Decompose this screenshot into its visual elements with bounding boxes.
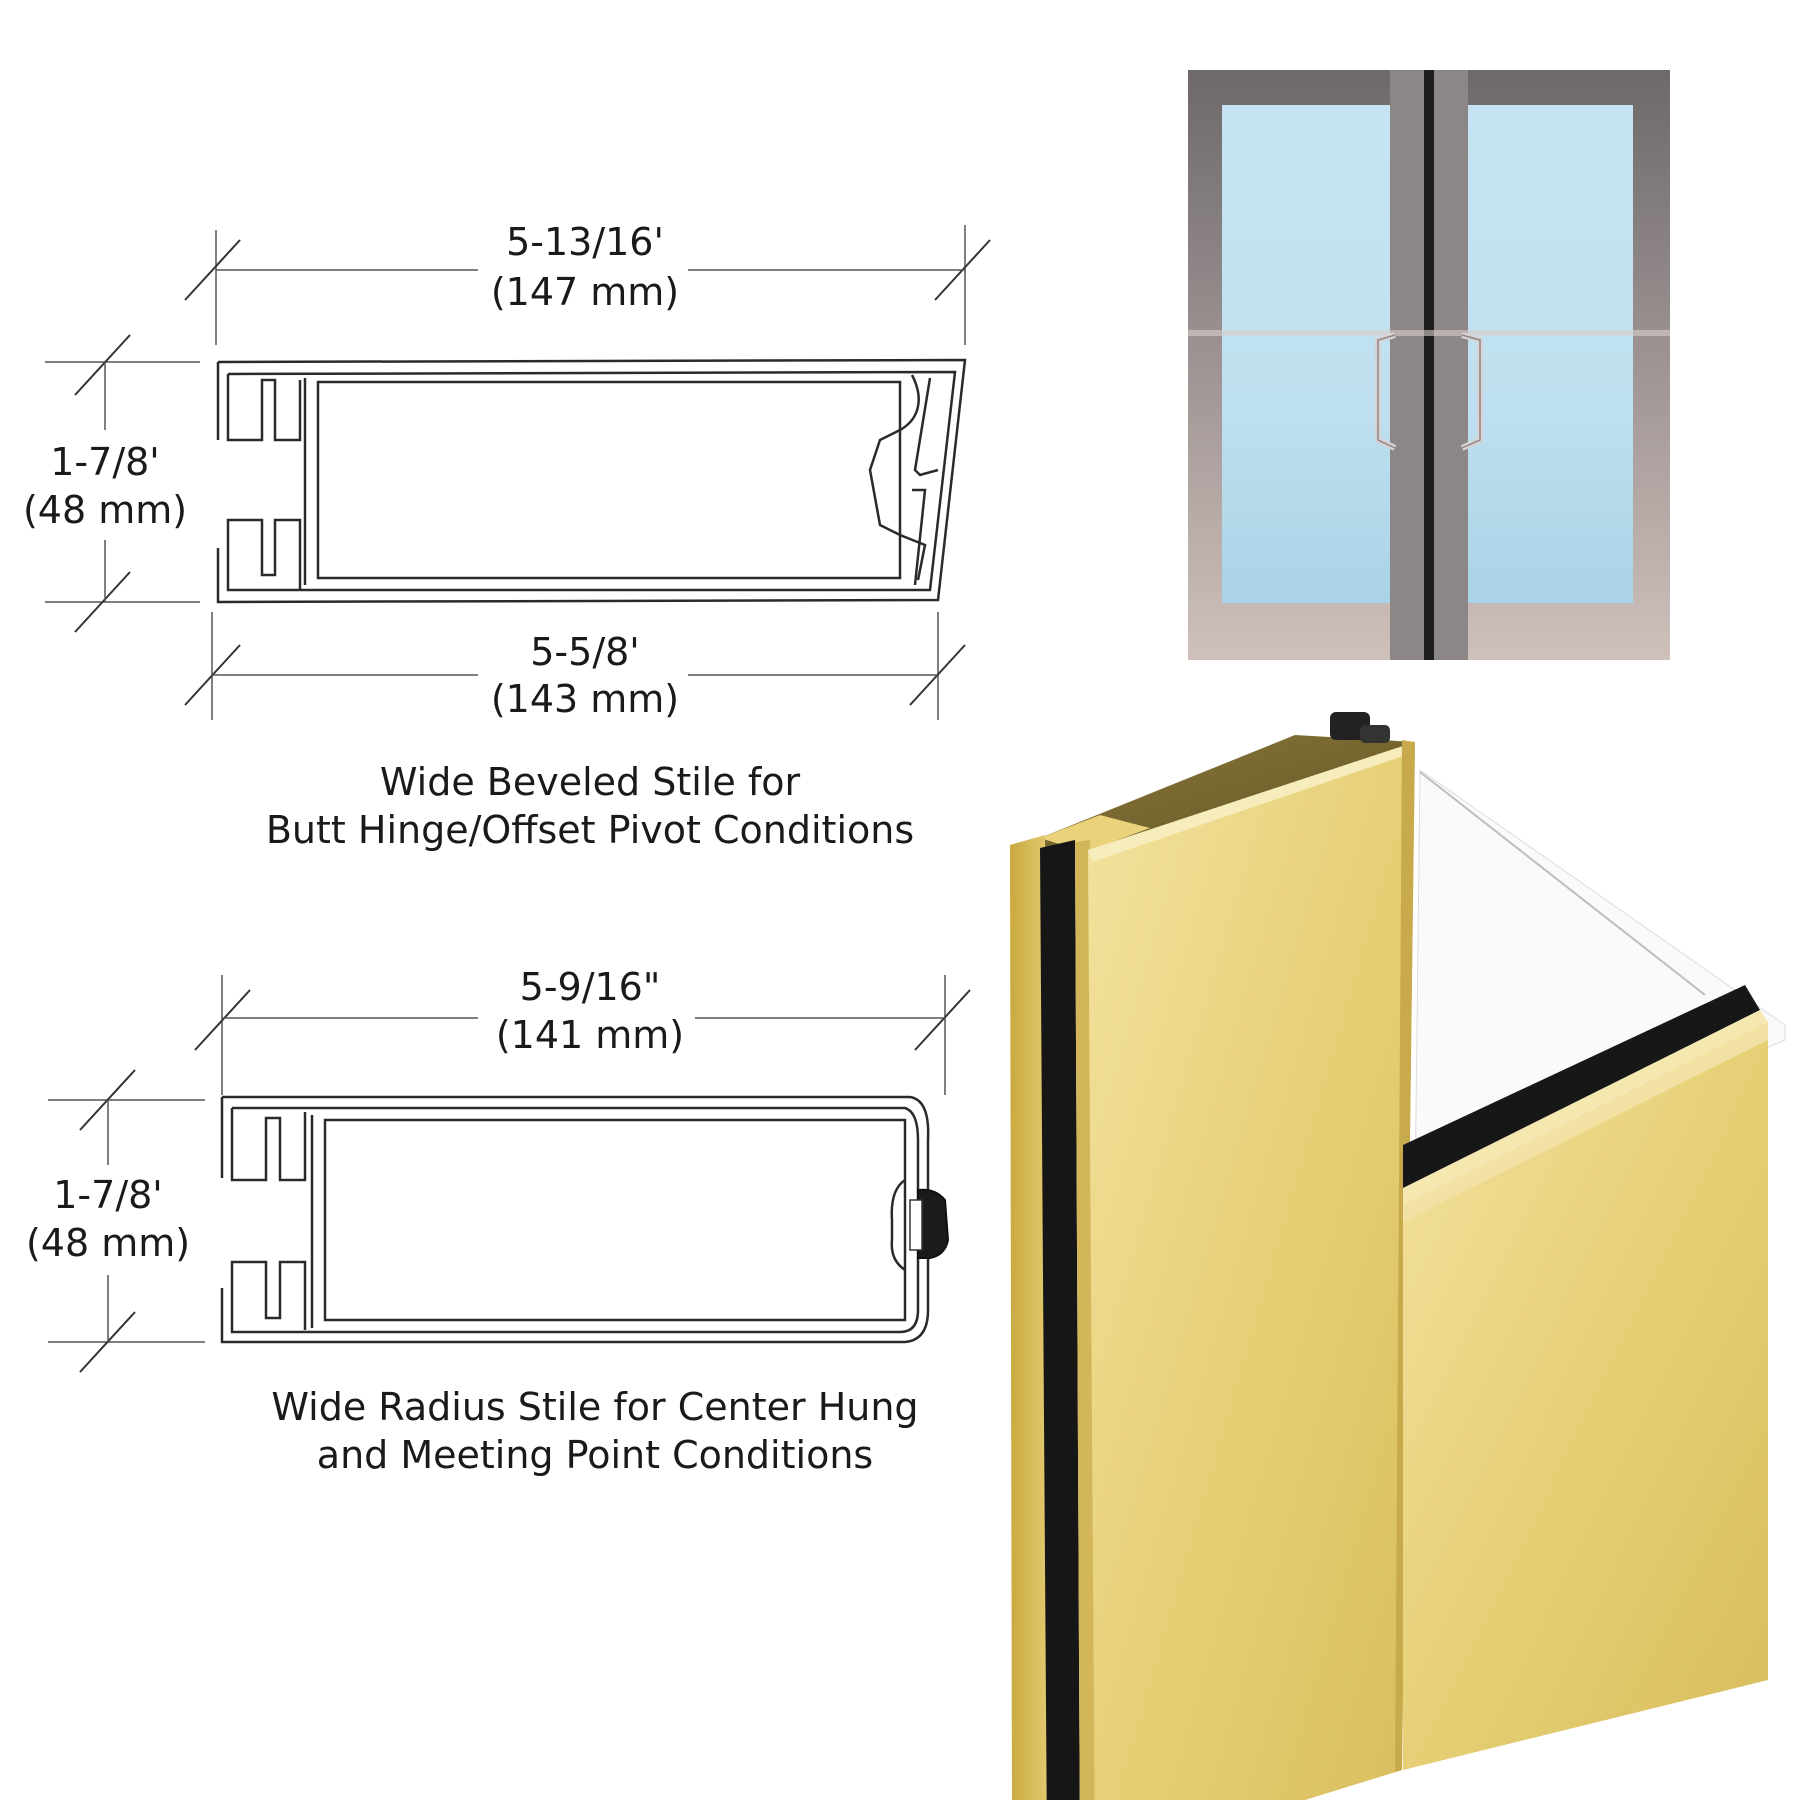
radius-width-dimension: 5-9/16" (141 mm) <box>194 965 971 1095</box>
bottom-width-label: 5-5/8' <box>530 630 640 674</box>
radius-width-mm-label: (141 mm) <box>496 1013 684 1057</box>
bottom-width-mm-label: (143 mm) <box>491 677 679 721</box>
top-height-label: 1-7/8' <box>50 440 160 484</box>
radius-caption-line1: Wide Radius Stile for Center Hung <box>271 1385 918 1429</box>
top-height-mm-label: (48 mm) <box>23 488 187 532</box>
top-width-dimension: 5-13/16' (147 mm) <box>184 220 991 345</box>
radius-stile-diagram: 5-9/16" (141 mm) 1-7/8' (48 mm) Wide Rad… <box>26 965 971 1477</box>
double-glass-door-icon <box>1188 70 1670 660</box>
weatherstrip-seal <box>917 1188 950 1259</box>
top-height-dimension: 1-7/8' (48 mm) <box>23 334 200 633</box>
beveled-stile-diagram: 5-13/16' (147 mm) 1-7/8' (48 mm) <box>23 220 991 852</box>
radius-width-label: 5-9/16" <box>520 965 661 1009</box>
radius-height-dimension: 1-7/8' (48 mm) <box>26 1069 205 1373</box>
radius-caption-line2: and Meeting Point Conditions <box>317 1433 873 1477</box>
bottom-width-dimension: 5-5/8' (143 mm) <box>184 612 966 721</box>
top-width-label: 5-13/16' <box>506 220 664 264</box>
top-caption-line1: Wide Beveled Stile for <box>380 760 801 804</box>
top-caption-line2: Butt Hinge/Offset Pivot Conditions <box>266 808 914 852</box>
top-width-mm-label: (147 mm) <box>491 270 679 314</box>
radius-height-mm-label: (48 mm) <box>26 1221 190 1265</box>
gold-door-stile-icon <box>1010 712 1786 1800</box>
beveled-stile-profile <box>216 358 967 604</box>
radius-stile-profile <box>220 1095 950 1344</box>
radius-height-label: 1-7/8' <box>53 1173 163 1217</box>
